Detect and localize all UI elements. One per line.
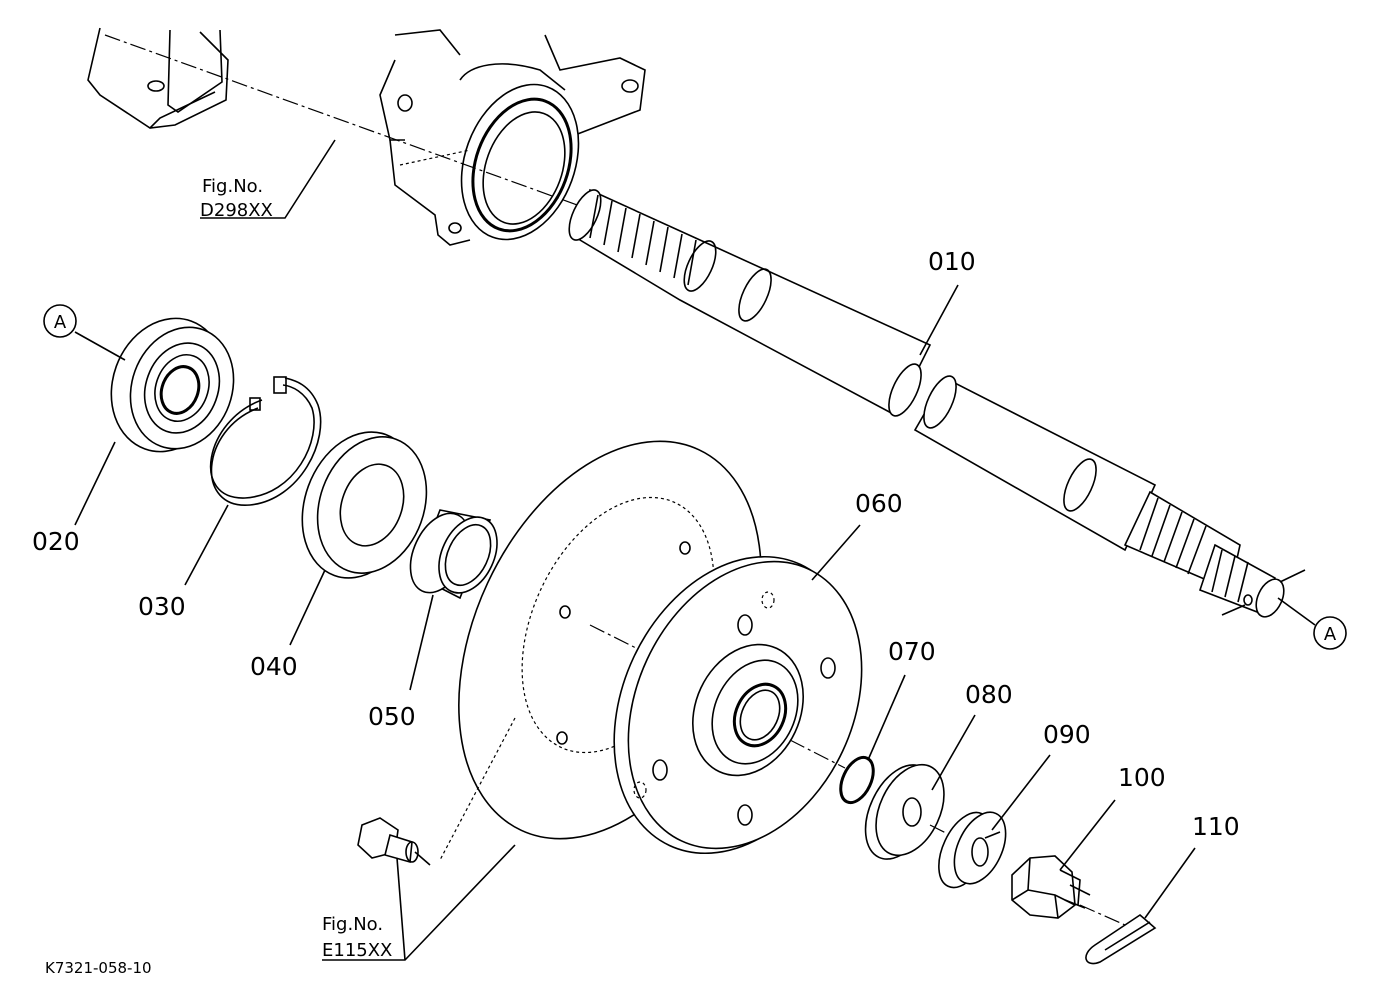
part-label-020: 020 xyxy=(32,527,80,556)
part-label-110: 110 xyxy=(1192,812,1240,841)
seal-040-drawing xyxy=(301,431,428,579)
part-label-090: 090 xyxy=(1043,720,1091,749)
hub-060-drawing xyxy=(613,555,863,855)
ref-d298-line1: Fig.No. xyxy=(202,176,263,197)
part-label-060: 060 xyxy=(855,489,903,518)
bolt-drawing xyxy=(357,817,431,866)
part-label-010: 010 xyxy=(928,247,976,276)
part-label-080: 080 xyxy=(965,680,1013,709)
part-label-070: 070 xyxy=(888,637,936,666)
figure-code: K7321-058-10 xyxy=(45,959,152,977)
axis-line xyxy=(104,34,606,216)
ref-d298-line2: D298XX xyxy=(200,200,273,221)
callout-a-right: A xyxy=(1313,616,1347,650)
collar-050-drawing xyxy=(409,509,498,600)
svg-text:A: A xyxy=(54,312,67,333)
cotterpin-110-drawing xyxy=(1085,913,1157,965)
part-label-050: 050 xyxy=(368,702,416,731)
ref-e115-line2: E115XX xyxy=(322,940,392,961)
svg-text:A: A xyxy=(1324,624,1337,645)
shaft-010-drawing xyxy=(568,188,1306,618)
washer-090-drawing xyxy=(938,811,1007,889)
ref-e115-line1: Fig.No. xyxy=(322,914,383,935)
housing-drawing xyxy=(87,27,646,246)
circlip-030-drawing xyxy=(210,376,322,506)
part-label-040: 040 xyxy=(250,652,298,681)
leader-lines xyxy=(74,139,1316,961)
callout-a-top: A xyxy=(43,304,77,338)
oring-070-drawing xyxy=(839,755,875,805)
washer-080-drawing xyxy=(864,763,971,860)
part-label-100: 100 xyxy=(1118,763,1166,792)
part-label-030: 030 xyxy=(138,592,186,621)
bearing-020-drawing xyxy=(110,317,235,453)
nut-100-drawing xyxy=(1011,855,1126,926)
